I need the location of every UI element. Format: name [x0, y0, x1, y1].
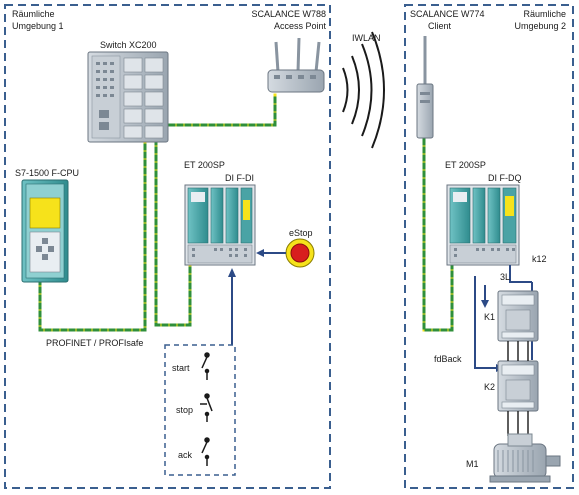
profinet-label: PROFINET / PROFIsafe — [46, 338, 143, 348]
et200sp-left — [184, 184, 256, 266]
dq-module-label: DI F-DQ — [488, 173, 522, 183]
access-point-label-2: Access Point — [274, 21, 327, 31]
client-label-1: SCALANCE W774 — [410, 9, 485, 19]
access-point-label-1: SCALANCE W788 — [251, 9, 326, 19]
contactor-k2 — [497, 360, 539, 412]
wireless-waves-icon — [342, 31, 385, 149]
contactor-k1 — [497, 290, 539, 342]
estop-wire — [256, 249, 286, 257]
estop-button — [285, 238, 315, 268]
zone-frame-right — [404, 4, 574, 489]
ack-switch-icon — [201, 437, 210, 466]
ack-label: ack — [178, 450, 193, 460]
access-point-w788 — [267, 37, 325, 93]
switch-xc200 — [87, 51, 169, 143]
cpu-label: S7-1500 F-CPU — [15, 168, 79, 178]
client-label-2: Client — [428, 21, 452, 31]
stop-switch-icon — [200, 393, 213, 422]
iwlan-label: IWLAN — [352, 33, 381, 43]
client-w774 — [416, 36, 434, 139]
stop-label: stop — [176, 405, 193, 415]
zone-right-line2: Umgebung 2 — [514, 21, 566, 31]
et200sp-right — [446, 184, 520, 266]
di-input-wire — [228, 268, 236, 345]
k1-label: K1 — [484, 312, 495, 322]
motor-m1 — [489, 433, 561, 483]
start-label: start — [172, 363, 190, 373]
zone-right-line1: Räumliche — [523, 9, 566, 19]
di-module-label: DI F-DI — [225, 173, 254, 183]
profinet-cables — [38, 93, 454, 332]
estop-label: eStop — [289, 228, 313, 238]
three-l-label: 3L — [500, 272, 510, 282]
power-lines — [507, 341, 529, 436]
et200sp-right-label: ET 200SP — [445, 160, 486, 170]
zone-frame-left — [4, 4, 331, 489]
et200sp-left-label: ET 200SP — [184, 160, 225, 170]
k12-label: k12 — [532, 254, 547, 264]
switch-label: Switch XC200 — [100, 40, 157, 50]
m1-label: M1 — [466, 459, 479, 469]
fdback-label: fdBack — [434, 354, 462, 364]
zone-left-line2: Umgebung 1 — [12, 21, 64, 31]
start-switch-icon — [201, 352, 210, 380]
switch-panel — [164, 344, 236, 476]
k2-label: K2 — [484, 382, 495, 392]
k1-arrow — [481, 300, 489, 308]
zone-left-line1: Räumliche — [12, 9, 55, 19]
s7-1500-cpu — [21, 179, 69, 283]
